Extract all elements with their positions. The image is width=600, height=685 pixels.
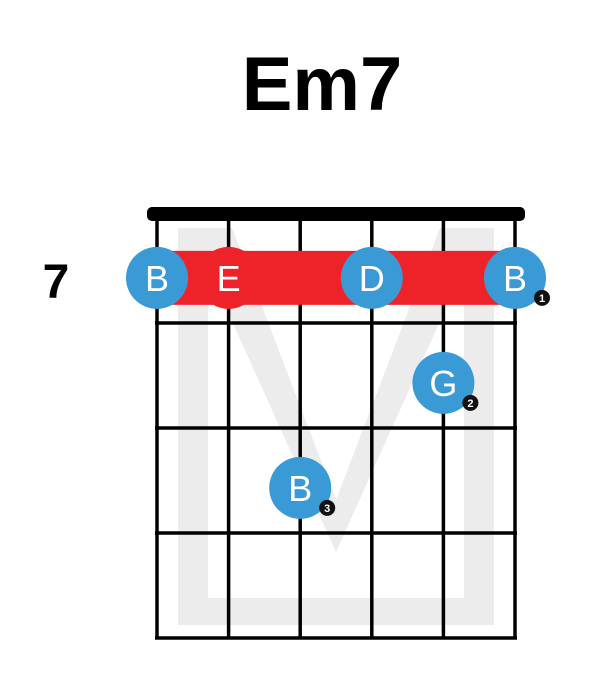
note-label: E bbox=[217, 258, 241, 299]
finger-number: 1 bbox=[539, 293, 545, 305]
finger-badge bbox=[462, 394, 479, 411]
note-circle bbox=[269, 456, 332, 519]
note-circle bbox=[412, 351, 475, 414]
note-label: G bbox=[429, 363, 457, 404]
finger-badge bbox=[534, 289, 550, 306]
note-circle bbox=[126, 246, 188, 309]
fret-position-label: 7 bbox=[43, 256, 70, 309]
note-circle bbox=[340, 246, 403, 309]
nut-bar bbox=[147, 207, 525, 221]
watermark-logo bbox=[178, 228, 494, 625]
note-label: B bbox=[503, 258, 527, 299]
finger-number: 3 bbox=[324, 503, 330, 515]
note-label: B bbox=[145, 258, 169, 299]
note-marker: E bbox=[197, 246, 260, 309]
note-marker: B bbox=[126, 246, 188, 309]
finger-number: 2 bbox=[467, 398, 473, 410]
chord-title: Em7 bbox=[242, 42, 403, 127]
fretboard-grid bbox=[155, 218, 517, 640]
note-circle bbox=[484, 246, 546, 309]
root-note-circle bbox=[197, 246, 260, 309]
note-label: D bbox=[359, 258, 385, 299]
note-marker: D bbox=[340, 246, 403, 309]
watermark-m-shape bbox=[178, 228, 494, 625]
finger-badge bbox=[319, 499, 336, 516]
note-label: B bbox=[288, 468, 312, 509]
